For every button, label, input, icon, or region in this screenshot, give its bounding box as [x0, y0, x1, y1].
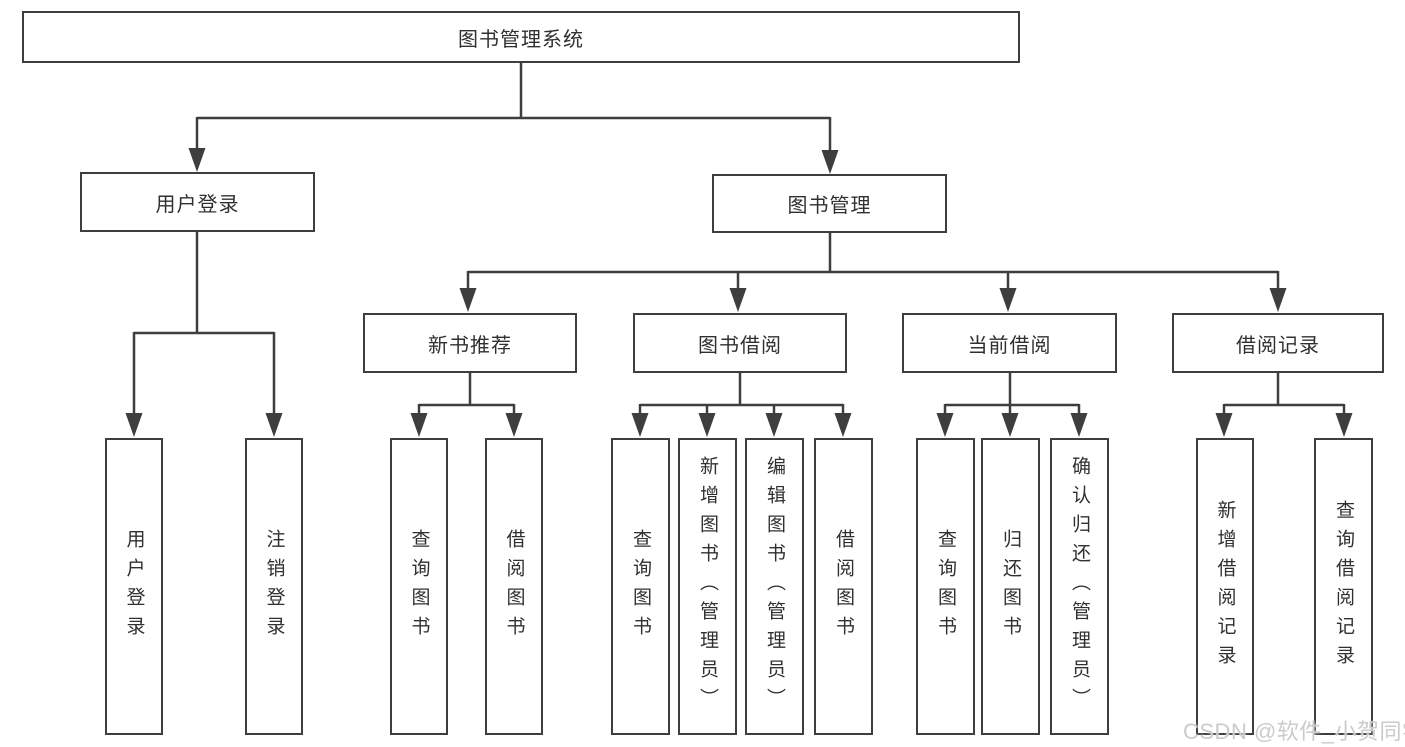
- leaf-borrow-borrow-books-label: 借阅图书: [833, 528, 854, 645]
- leaf-newbook-query-books: 查询图书: [390, 438, 448, 735]
- node-book-management-label: 图书管理: [787, 195, 872, 217]
- node-user-login-label: 用户登录: [155, 193, 240, 216]
- node-book-management: 图书管理: [712, 174, 947, 233]
- leaf-newbook-borrow-books: 借阅图书: [485, 438, 543, 735]
- user-login-branch: [125, 231, 283, 437]
- node-current-borrow-label: 当前借阅: [967, 334, 1052, 357]
- leaf-borrow-borrow-books: 借阅图书: [814, 438, 873, 735]
- leaf-current-confirm-return-admin: 确认归还（管理员）: [1050, 438, 1109, 735]
- leaf-user-login: 用户登录: [105, 438, 163, 735]
- node-borrow-records-label: 借阅记录: [1236, 334, 1320, 357]
- leaf-records-add-record: 新增借阅记录: [1196, 438, 1254, 735]
- leaf-current-confirm-return-admin-label: 确认归还（管理员）: [1069, 456, 1090, 717]
- leaf-current-query-books: 查询图书: [916, 438, 975, 735]
- leaf-records-add-record-label: 新增借阅记录: [1214, 499, 1236, 674]
- node-new-book-rec: 新书推荐: [363, 313, 577, 373]
- leaf-borrow-query-books-label: 查询图书: [630, 528, 651, 645]
- borrow-records-branch: [1215, 372, 1353, 437]
- new-book-rec-branch: [410, 372, 523, 437]
- csdn-watermark: CSDN @软件_小贺同学: [1183, 719, 1405, 744]
- node-book-borrow-label: 图书借阅: [698, 334, 782, 357]
- leaf-borrow-query-books: 查询图书: [611, 438, 670, 735]
- leaf-user-login-label: 用户登录: [123, 528, 145, 645]
- root-branch: [188, 62, 839, 174]
- node-new-book-rec-label: 新书推荐: [428, 334, 512, 357]
- current-borrow-branch: [936, 372, 1088, 437]
- leaf-borrow-edit-books-admin-label: 编辑图书（管理员）: [764, 456, 785, 717]
- leaf-logout: 注销登录: [245, 438, 303, 735]
- leaf-records-query-record: 查询借阅记录: [1314, 438, 1373, 735]
- node-current-borrow: 当前借阅: [902, 313, 1117, 373]
- node-user-login: 用户登录: [80, 172, 315, 232]
- book-management-branch: [459, 232, 1287, 312]
- leaf-borrow-edit-books-admin: 编辑图书（管理员）: [745, 438, 804, 735]
- leaf-current-query-books-label: 查询图书: [935, 528, 956, 645]
- leaf-current-return-books-label: 归还图书: [1000, 528, 1021, 645]
- leaf-newbook-borrow-books-label: 借阅图书: [503, 528, 525, 645]
- leaf-records-query-record-label: 查询借阅记录: [1333, 499, 1354, 674]
- leaf-logout-label: 注销登录: [263, 528, 285, 645]
- node-borrow-records: 借阅记录: [1172, 313, 1384, 373]
- node-root-label: 图书管理系统: [458, 28, 584, 51]
- node-book-borrow: 图书借阅: [633, 313, 847, 373]
- leaf-borrow-add-books-admin: 新增图书（管理员）: [678, 438, 737, 735]
- leaf-newbook-query-books-label: 查询图书: [408, 528, 430, 645]
- book-borrow-branch: [631, 372, 852, 437]
- node-root: 图书管理系统: [22, 11, 1020, 63]
- leaf-borrow-add-books-admin-label: 新增图书（管理员）: [697, 456, 718, 717]
- leaf-current-return-books: 归还图书: [981, 438, 1040, 735]
